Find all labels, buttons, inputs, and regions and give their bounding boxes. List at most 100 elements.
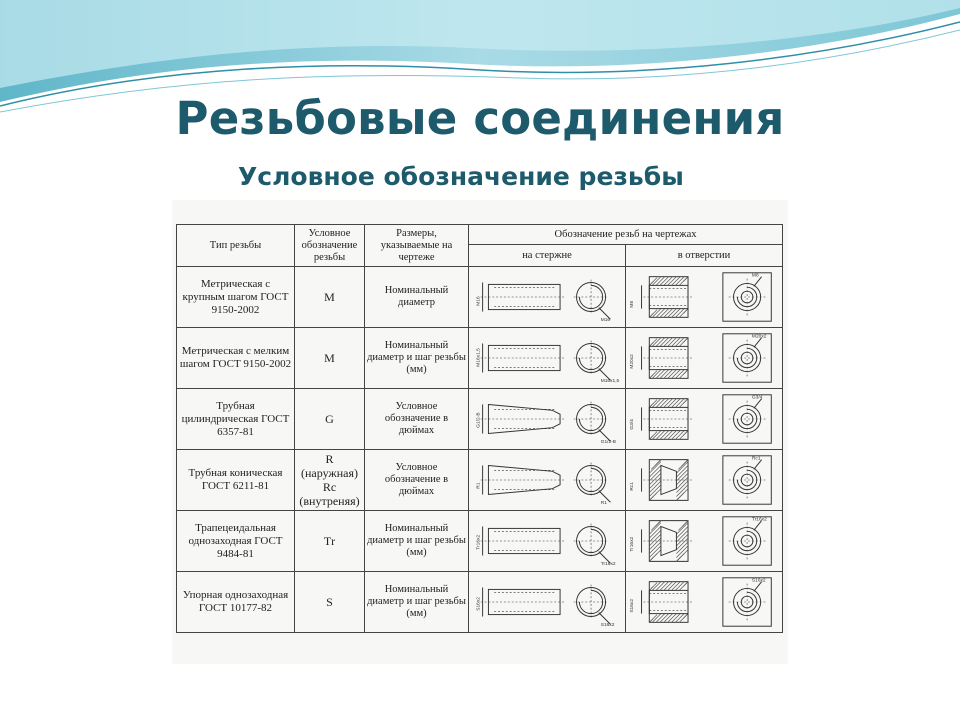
hole-thread-arc (736, 469, 758, 491)
designation-cell: G (294, 388, 365, 450)
thread-table-scan: Тип резьбы Условное обозначение резьбы Р… (172, 200, 788, 664)
table-row: Метрическая с мелким шагом ГОСТ 9150-200… (176, 327, 783, 389)
designation-cell: R (наружная) Rc (внутреняя) (294, 449, 365, 511)
hole-end-label: Rc1 (752, 456, 761, 462)
dimensions-cell: Условное обозначение в дюймах (364, 449, 469, 511)
rod-dimension-label: G1/2-В (476, 412, 482, 427)
hole-plate-view (722, 394, 772, 444)
hole-thread-arc (736, 286, 758, 308)
header-dimensions: Размеры, указываемые на чертеже (364, 224, 469, 267)
rod-thread-drawing: G1/2-В G1/2-В (476, 401, 616, 445)
hole-end-label: S16х2 (752, 578, 766, 584)
header-on-rod: на стержне (468, 244, 626, 267)
hole-plate-view (722, 333, 772, 383)
rod-thread-arc (578, 345, 604, 371)
thread-type-cell: Трубная цилиндрическая ГОСТ 6357-81 (176, 388, 295, 450)
designation-cell: Тr (294, 510, 365, 572)
rod-end-label: М16 (601, 317, 611, 323)
header-wave-decoration (0, 0, 960, 113)
rod-end-label: R1 (601, 500, 607, 506)
table-row: Метрическая с крупным шагом ГОСТ 9150-20… (176, 266, 783, 328)
tapered-rod-shape (487, 464, 561, 496)
hole-end-label: М20х2 (752, 334, 767, 340)
table-row: Трапецеидальная однозаходная ГОСТ 9484-8… (176, 510, 783, 572)
designation-cell: S (294, 571, 365, 633)
thread-type-cell: Метрическая с мелким шагом ГОСТ 9150-200… (176, 327, 295, 389)
slide-subtitle: Условное обозначение резьбы (238, 162, 684, 191)
rod-dimension-label: Tr16х2 (476, 535, 482, 550)
hole-body-shape (648, 459, 689, 501)
tapered-hole-shape (660, 525, 677, 557)
thread-designation-table: Тип резьбы Условное обозначение резьбы Р… (176, 224, 783, 633)
hole-dimension-label: М8 (629, 301, 635, 308)
header-in-hole: в отверстии (625, 244, 783, 267)
dimensions-cell: Номинальный диаметр и шаг резьбы (мм) (364, 327, 469, 389)
rod-drawing-cell: G1/2-В G1/2-В (468, 388, 626, 450)
dimensions-cell: Номинальный диаметр и шаг резьбы (мм) (364, 510, 469, 572)
table-row: Трубная цилиндрическая ГОСТ 6357-81 G Ус… (176, 388, 783, 450)
tapered-hole-shape (660, 464, 677, 496)
rod-thread-arc (578, 406, 604, 432)
designation-cell: М (294, 327, 365, 389)
designation-cell: М (294, 266, 365, 328)
hole-plate-view (722, 516, 772, 566)
header-designation: Условное обозначение резьбы (294, 224, 365, 267)
thread-type-cell: Трапецеидальная однозаходная ГОСТ 9484-8… (176, 510, 295, 572)
header-drawing-notation: Обозначение резьб на чертежах (468, 224, 783, 245)
slide-title: Резьбовые соединения (175, 92, 785, 145)
hole-thread-arc (736, 347, 758, 369)
hole-thread-arc (736, 591, 758, 613)
hole-end-label: М8 (752, 273, 759, 279)
hole-end-label: G3/4 (752, 395, 763, 401)
hole-plate-view (722, 272, 772, 322)
table-row: Упорная однозаходная ГОСТ 10177-82 S Ном… (176, 571, 783, 633)
thread-type-cell: Упорная однозаходная ГОСТ 10177-82 (176, 571, 295, 633)
rod-thread-arc (578, 528, 604, 554)
hole-dimension-label: Tr16х2 (629, 536, 635, 551)
table-row: Трубная коническая ГОСТ 6211-81 R (наруж… (176, 449, 783, 511)
rod-end-label: М16х1,5 (601, 378, 620, 384)
hole-end-label: Tr16х2 (752, 517, 767, 523)
rod-thread-arc (578, 467, 604, 493)
dimensions-cell: Номинальный диаметр и шаг резьбы (мм) (364, 571, 469, 633)
rod-dimension-label: S16х2 (476, 597, 482, 611)
dimensions-cell: Номинальный диаметр (364, 266, 469, 328)
rod-dimension-label: М16х1,5 (476, 348, 482, 367)
hole-thread-arc (736, 530, 758, 552)
rod-end-label: Tr16х2 (601, 561, 616, 567)
hole-plate-view (722, 577, 772, 627)
rod-end-label: S16х2 (601, 622, 615, 628)
hole-dimension-label: М20х2 (629, 354, 635, 369)
rod-thread-arc (578, 284, 604, 310)
hole-dimension-label: Rc1 (629, 482, 635, 491)
dimensions-cell: Условное обозначение в дюймах (364, 388, 469, 450)
hole-thread-drawing: G3/4G3/4 (629, 394, 772, 444)
hole-thread-arc (736, 408, 758, 430)
hole-body-shape (648, 520, 689, 562)
thread-type-cell: Метрическая с крупным шагом ГОСТ 9150-20… (176, 266, 295, 328)
rod-thread-arc (578, 589, 604, 615)
rod-end-label: G1/2-В (601, 439, 616, 445)
hole-plate-view (722, 455, 772, 505)
tapered-rod-shape (487, 403, 561, 435)
header-thread-type: Тип резьбы (176, 224, 295, 267)
rod-dimension-label: R1 (476, 482, 482, 488)
